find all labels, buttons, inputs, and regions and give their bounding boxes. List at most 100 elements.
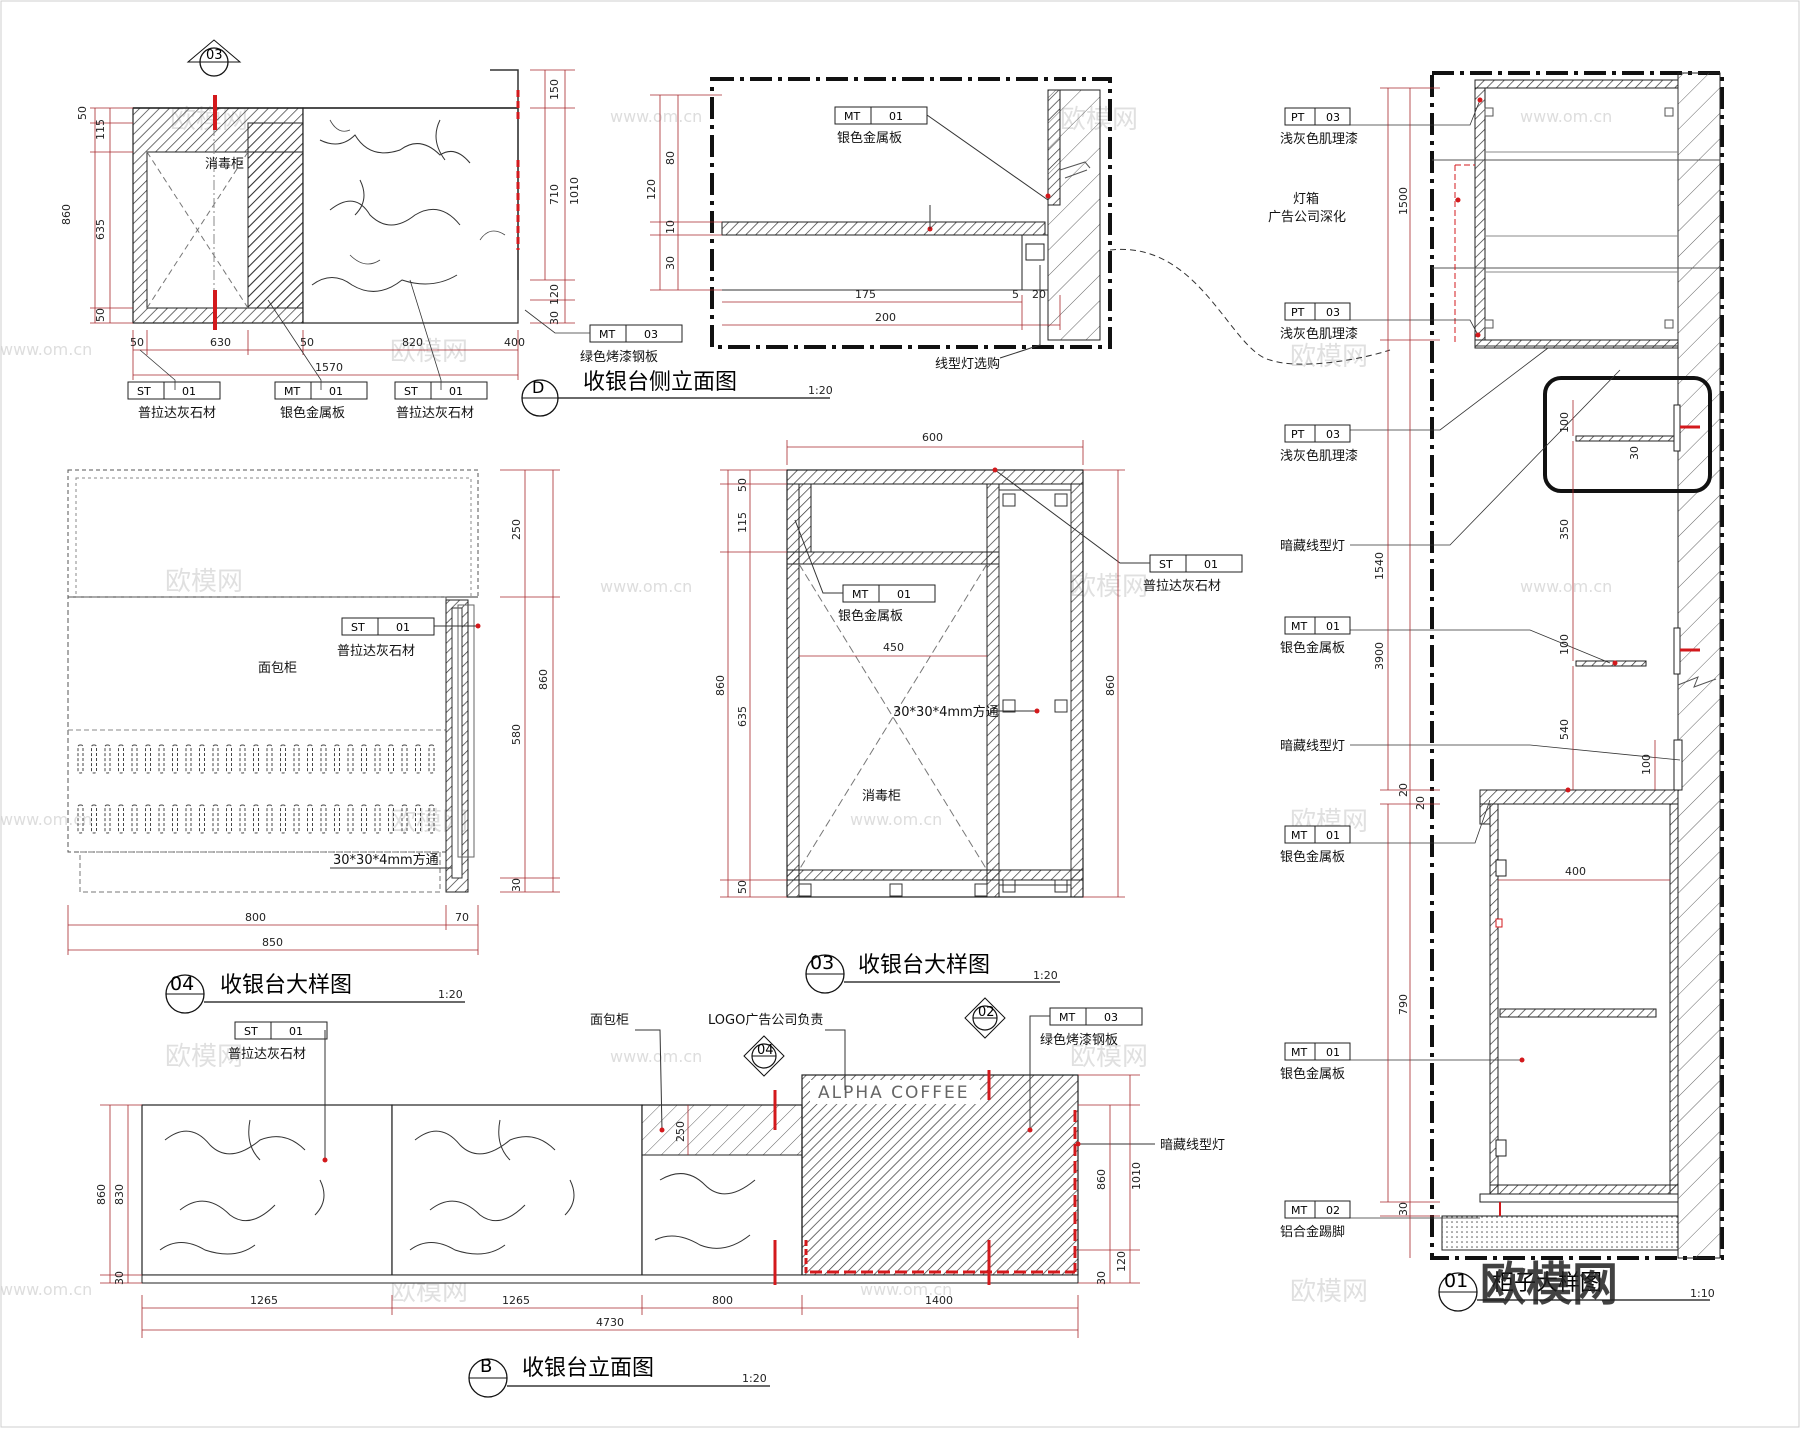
dim-text: 30: [664, 256, 677, 270]
dim-text: 10: [664, 220, 677, 234]
vent-slot: [388, 744, 394, 774]
dim-text: 1540: [1373, 552, 1386, 580]
view-scale: 1:20: [1033, 969, 1058, 982]
tube-label: 30*30*4mm方通: [333, 852, 439, 868]
bread-cabinet-label: 面包柜: [258, 661, 297, 676]
detail-boundary: [710, 77, 1112, 349]
svg-text:银色金属板: 银色金属板: [838, 608, 903, 624]
dim-text: 710: [548, 184, 561, 205]
view-scale: 1:10: [1690, 1287, 1715, 1300]
vent-slot: [253, 744, 259, 774]
svg-text:03: 03: [1104, 1011, 1118, 1024]
svg-text:PT: PT: [1291, 111, 1305, 124]
watermark-site: www.om.cn: [600, 577, 692, 596]
vent-slot: [307, 744, 313, 774]
view-scale: 1:20: [742, 1372, 767, 1385]
dim-text: 50: [76, 106, 89, 120]
vent-slot: [185, 804, 192, 834]
watermark-site: www.om.cn: [610, 107, 702, 126]
svg-text:01: 01: [329, 385, 343, 398]
vent-slot: [185, 744, 192, 774]
ref-marker: 02: [978, 1005, 995, 1020]
view-title: 收银台大样图: [858, 953, 990, 978]
dim-text: 630: [210, 336, 231, 349]
dim-text: 790: [1397, 994, 1410, 1015]
vent-slot: [415, 744, 421, 774]
svg-text:03: 03: [1326, 306, 1340, 319]
vent-slot: [374, 804, 381, 834]
dim-text: 30: [548, 311, 561, 325]
vent-slot: [320, 744, 327, 774]
dim-text: 115: [736, 512, 749, 533]
vent-slot: [293, 804, 300, 834]
dim-text: 1500: [1397, 187, 1410, 215]
svg-text:MT: MT: [1291, 1046, 1307, 1059]
watermark-text: 欧模网: [165, 1042, 243, 1072]
vent-slot: [334, 744, 340, 774]
svg-text:银色金属板: 银色金属板: [1280, 1066, 1345, 1082]
vent-slot: [145, 804, 151, 834]
svg-text:普拉达灰石材: 普拉达灰石材: [396, 406, 474, 421]
vent-slot: [253, 804, 259, 834]
svg-text:03: 03: [1326, 428, 1340, 441]
view-scale: 1:20: [808, 384, 833, 397]
svg-text:浅灰色肌理漆: 浅灰色肌理漆: [1280, 448, 1358, 464]
svg-text:01: 01: [449, 385, 463, 398]
view-d-elevation: 消毒柜 03: [60, 39, 833, 421]
svg-text:银色金属板: 银色金属板: [1280, 640, 1345, 656]
vent-slot: [239, 804, 246, 834]
watermark-site: www.om.cn: [1520, 107, 1612, 126]
svg-text:ST: ST: [351, 621, 365, 634]
vent-slot: [266, 744, 273, 774]
dim-text: 860: [1104, 675, 1117, 696]
svg-text:01: 01: [897, 588, 911, 601]
dim-text: 20: [1397, 783, 1410, 797]
svg-text:01: 01: [182, 385, 196, 398]
svg-text:01: 01: [1204, 558, 1218, 571]
vent-slot: [104, 804, 111, 834]
dim-text: 400: [504, 336, 525, 349]
dim-text: 120: [645, 179, 658, 200]
dim-text: 820: [402, 336, 423, 349]
callout-note: 线型灯选购: [935, 356, 1000, 372]
vent-slot: [91, 744, 97, 774]
svg-text:普拉达灰石材: 普拉达灰石材: [337, 644, 415, 659]
dim-text: 30: [1628, 446, 1641, 460]
vent-slot: [347, 804, 354, 834]
vent-slot: [428, 744, 435, 774]
vent-slot: [415, 804, 421, 834]
hidden-light-label: 暗藏线型灯: [1280, 739, 1345, 754]
watermark-site: www.om.cn: [0, 810, 92, 829]
vent-slot: [77, 804, 84, 834]
dim-text: 1265: [502, 1294, 530, 1307]
vent-slot: [334, 804, 340, 834]
dim-text: 50: [94, 308, 107, 322]
vent-slot: [401, 804, 408, 834]
dim-text: 100: [1558, 412, 1571, 433]
vent-slot: [266, 804, 273, 834]
svg-text:01: 01: [1326, 829, 1340, 842]
vent-slot: [131, 804, 138, 834]
dim-text: 120: [1115, 1251, 1128, 1272]
vent-slot: [307, 804, 313, 834]
watermark-site: www.om.cn: [850, 810, 942, 829]
vent-slot: [118, 804, 124, 834]
watermark-site: www.om.cn: [860, 1280, 952, 1299]
ref-marker: 04: [757, 1043, 774, 1058]
svg-text:MT: MT: [1291, 829, 1307, 842]
dim-text: 600: [922, 431, 943, 444]
dim-text: 80: [664, 151, 677, 165]
dim-text: 860: [95, 1184, 108, 1205]
vent-slot: [77, 744, 84, 774]
dim-text: 5: [1012, 288, 1019, 301]
marble-panel: [302, 107, 519, 324]
